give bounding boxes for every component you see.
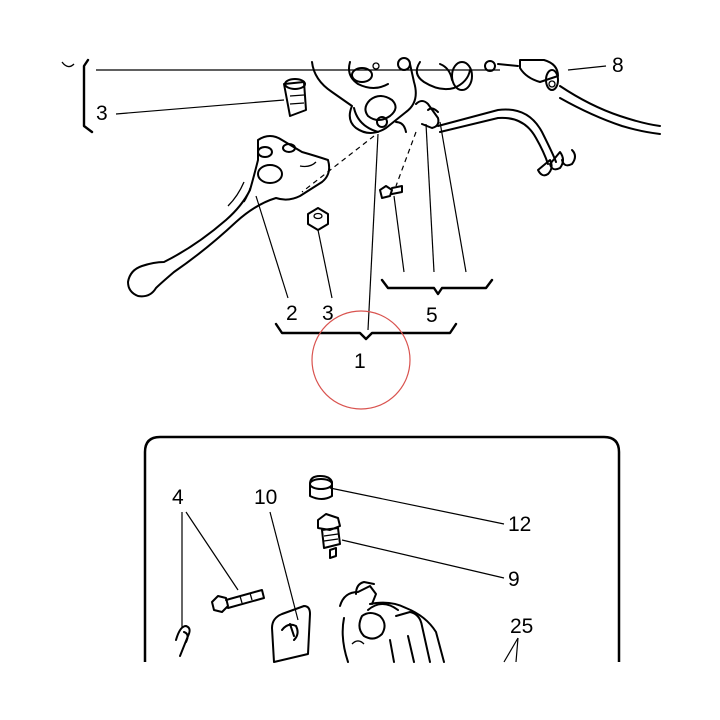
callout-4: 4	[172, 486, 184, 509]
retaining-clip	[175, 625, 191, 657]
pivot-bolt-top	[283, 78, 307, 117]
leader-2	[255, 195, 289, 299]
assembly-dashline-2	[395, 131, 417, 187]
switch-screw	[379, 185, 403, 199]
callout-5: 5	[426, 304, 438, 327]
leader-3-top	[115, 99, 285, 115]
callout-25: 25	[510, 615, 533, 638]
caliper-bolt	[211, 589, 265, 613]
leader-25b	[515, 637, 519, 663]
top-left-cut-fragment	[61, 61, 75, 68]
leader-9	[341, 539, 505, 579]
callout-3-lower: 3	[322, 302, 334, 325]
leader-1	[367, 133, 379, 331]
brake-lever	[127, 135, 331, 298]
rear-caliper-inset-panel: 4 10 12 9 25	[143, 435, 621, 663]
pivot-nut	[307, 207, 329, 231]
caliper-bracket	[271, 605, 311, 663]
brace-1	[274, 322, 458, 341]
brake-light-switch-wire	[415, 100, 576, 177]
leader-5b	[425, 123, 435, 273]
leader-3-lower	[317, 229, 333, 299]
leader-5a	[393, 195, 405, 273]
callout-12: 12	[508, 513, 531, 536]
master-cylinder-body	[311, 57, 473, 134]
leader-10	[269, 511, 299, 621]
callout-2: 2	[286, 302, 298, 325]
brake-lever-assembly-view: 8 3 2 3 5 1	[61, 54, 661, 410]
brace-5	[380, 278, 494, 296]
bleed-valve	[317, 513, 341, 559]
callout-10: 10	[254, 486, 277, 509]
leader-12	[329, 487, 505, 525]
switch-cable-connector	[484, 59, 661, 135]
highlight-circle	[311, 310, 411, 410]
leader-8-right	[567, 65, 607, 71]
bleed-cap	[309, 475, 333, 500]
callout-1: 1	[354, 350, 366, 373]
assembly-dashline-1	[301, 135, 375, 193]
left-group-bracket	[82, 58, 94, 134]
callout-3-top: 3	[96, 102, 108, 125]
leader-25a	[503, 637, 519, 663]
brake-caliper	[339, 581, 445, 663]
callout-8: 8	[612, 54, 624, 77]
inset-frame	[143, 435, 621, 662]
leader-5c	[439, 121, 467, 273]
callout-9: 9	[508, 568, 520, 591]
leader-4b	[185, 511, 239, 591]
